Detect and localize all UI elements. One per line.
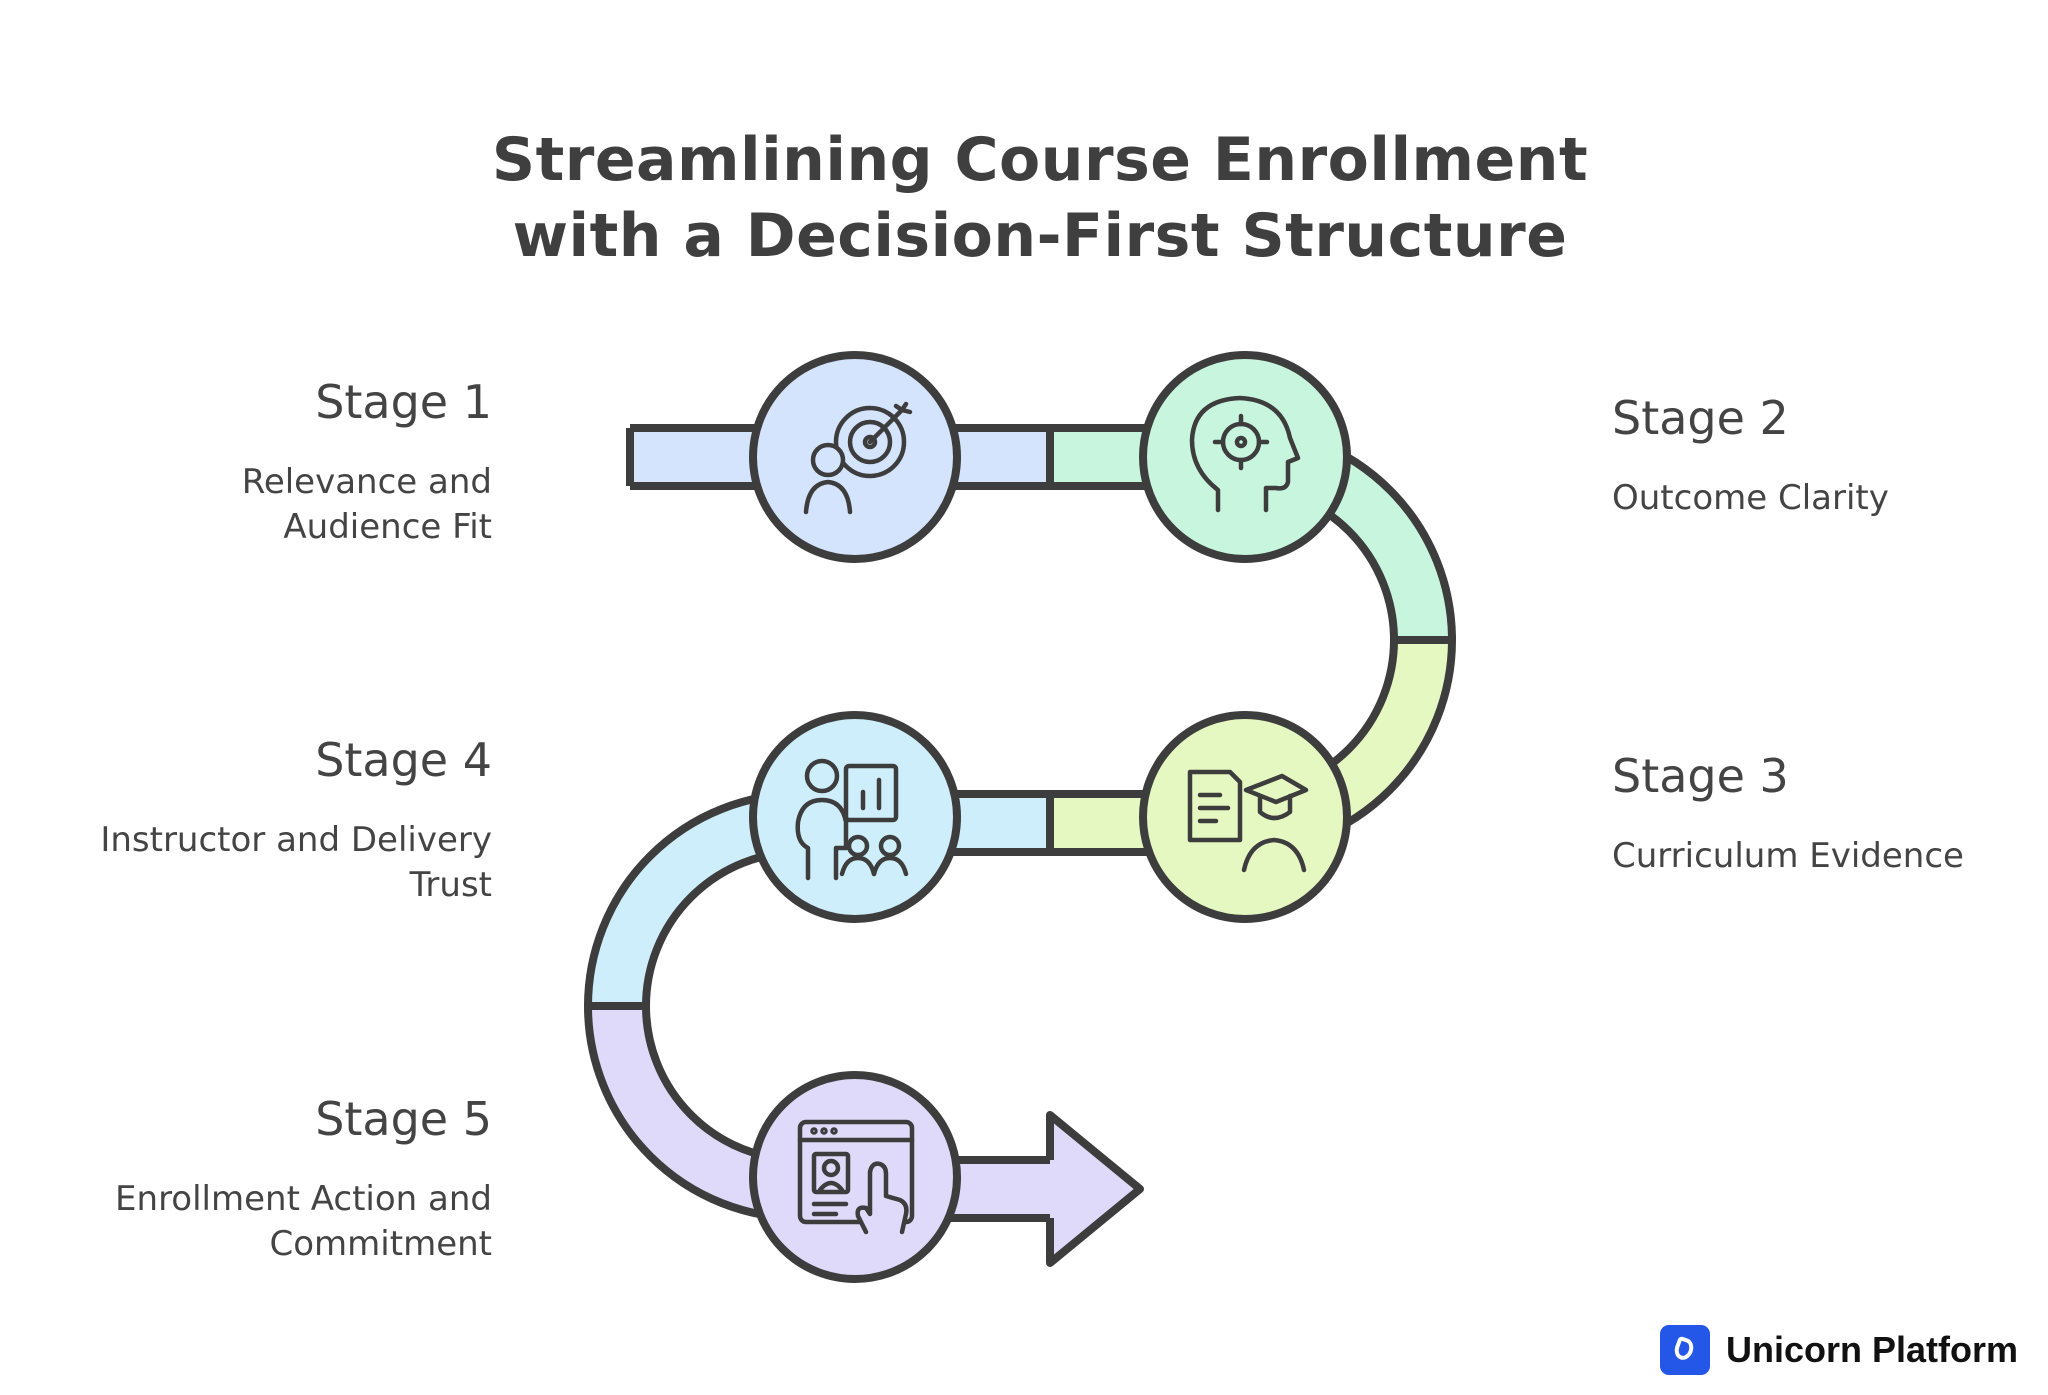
title-line-1: Streamlining Course Enrollment	[491, 125, 1589, 195]
stage-5-description: Enrollment Action and Commitment	[115, 1177, 492, 1267]
stage-2-desc-line-1: Outcome Clarity	[1612, 478, 1889, 518]
stage-2-circle	[1139, 351, 1351, 563]
stage-3-label: Stage 3	[1612, 749, 1789, 803]
stage-1-desc-line-1: Relevance and	[241, 462, 492, 502]
stage-1-desc-line-2: Audience Fit	[283, 507, 492, 547]
stage-3-desc-line-1: Curriculum Evidence	[1612, 836, 1964, 876]
target-audience-icon	[803, 401, 913, 515]
stage-4-desc-line-2: Trust	[409, 865, 492, 905]
stage-4-description: Instructor and Delivery Trust	[100, 818, 492, 908]
stage-5-label: Stage 5	[315, 1092, 492, 1146]
stage-4-circle	[749, 711, 961, 923]
brand-name: Unicorn Platform	[1726, 1329, 2019, 1370]
stage-5-desc-line-1: Enrollment Action and	[115, 1179, 492, 1219]
stage-4-label: Stage 4	[315, 733, 492, 787]
stage-5-circle	[749, 1071, 961, 1283]
arrow-head	[1046, 1111, 1144, 1267]
head-target-icon	[1189, 395, 1301, 513]
stage-5-desc-line-2: Commitment	[269, 1224, 492, 1264]
stage-3-description: Curriculum Evidence	[1612, 834, 1964, 879]
stage-3-circle	[1139, 711, 1351, 923]
unicorn-platform-logo-icon	[1660, 1325, 1710, 1375]
title-line-2: with a Decision-First Structure	[512, 201, 1568, 271]
click-enroll-icon	[797, 1119, 915, 1235]
stage-2-label: Stage 2	[1612, 391, 1789, 445]
instructor-presentation-icon	[795, 758, 909, 881]
stage-4-desc-line-1: Instructor and Delivery	[100, 820, 492, 860]
stage-2-description: Outcome Clarity	[1612, 476, 1889, 521]
diagram-title: Streamlining Course Enrollment with a De…	[0, 122, 2048, 274]
stage-1-label: Stage 1	[315, 375, 492, 429]
brand-watermark: Unicorn Platform	[1660, 1325, 2018, 1375]
stage-1-description: Relevance and Audience Fit	[242, 460, 492, 550]
document-graduate-icon	[1187, 769, 1309, 873]
